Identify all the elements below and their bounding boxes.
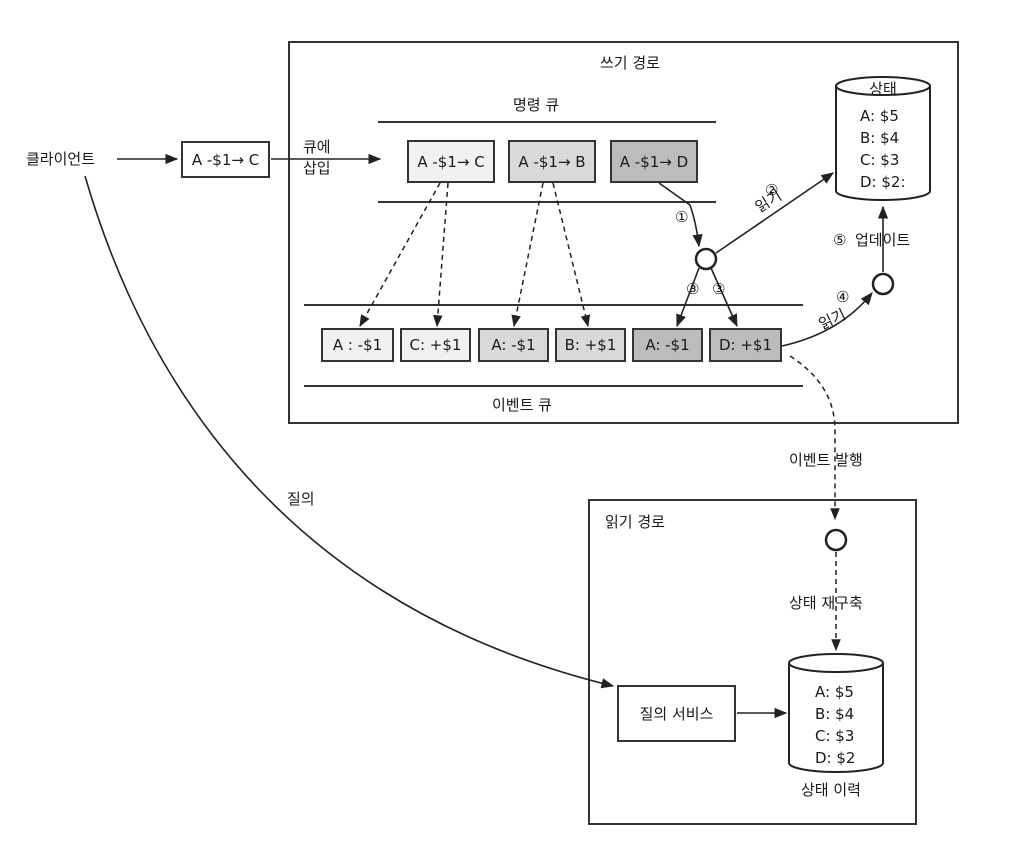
event-box: A: -$1	[632, 328, 703, 362]
step-5-marker: ⑤	[833, 231, 847, 249]
step-1-marker: ①	[675, 208, 689, 226]
history-row: A: $5	[815, 683, 854, 701]
event-box: A: -$1	[478, 328, 549, 362]
command-queue-label: 명령 큐	[513, 96, 560, 114]
write-path-frame	[288, 41, 959, 424]
command-box: A -$1→ D	[610, 140, 698, 183]
event-read-to-update-arrow	[781, 292, 873, 347]
state-store-values: A: $5 B: $4 C: $3 D: $2:	[860, 105, 906, 193]
state-row: C: $3	[860, 151, 900, 169]
read-path-title: 읽기 경로	[605, 513, 665, 531]
client-command-box: A -$1→ C	[181, 141, 270, 178]
command-box: A -$1→ C	[407, 140, 495, 183]
processor-to-event-d-arrow	[710, 267, 738, 328]
step-3a-marker: ③	[686, 280, 700, 298]
client-query-arrow	[84, 175, 615, 689]
event-box: A : -$1	[321, 328, 394, 362]
processor-read-state-arrow	[715, 172, 835, 254]
state-row: B: $4	[860, 129, 900, 147]
step-2-marker: ②	[765, 181, 779, 199]
processor-node	[694, 247, 718, 271]
enqueue-label-line2: 삽입	[303, 159, 331, 177]
processor-to-event-a-arrow	[676, 267, 700, 328]
rebuild-state-label: 상태 재구축	[789, 594, 863, 612]
state-history-cylinder	[788, 653, 884, 773]
state-store-cylinder	[835, 76, 931, 201]
command-d-to-processor-arrow	[658, 182, 703, 248]
publish-event-arrow	[789, 355, 840, 521]
write-path-title: 쓰기 경로	[600, 54, 660, 72]
state-store-label: 상태	[869, 80, 897, 98]
publish-event-label: 이벤트 발행	[789, 451, 863, 469]
state-row: D: $2:	[860, 173, 906, 191]
read-path-frame	[588, 499, 917, 825]
query-label: 질의	[287, 490, 315, 508]
update-node	[871, 272, 895, 296]
step-5-update-label: 업데이트	[855, 231, 911, 249]
history-row: C: $3	[815, 727, 855, 745]
history-row: D: $2	[815, 749, 856, 767]
step-4-marker: ④	[836, 288, 850, 306]
client-label: 클라이언트	[26, 150, 96, 168]
state-history-label: 상태 이력	[801, 781, 861, 799]
event-box: D: +$1	[709, 328, 782, 362]
subscriber-node	[824, 528, 848, 552]
command-to-event-arrows	[359, 182, 591, 328]
history-row: B: $4	[815, 705, 855, 723]
command-box: A -$1→ B	[508, 140, 596, 183]
enqueue-label-line1: 큐에	[303, 138, 331, 156]
state-history-values: A: $5 B: $4 C: $3 D: $2	[815, 681, 855, 769]
step-3b-marker: ③	[712, 280, 726, 298]
event-box: B: +$1	[555, 328, 626, 362]
event-queue-label: 이벤트 큐	[492, 396, 552, 414]
event-box: C: +$1	[400, 328, 471, 362]
query-service-box: 질의 서비스	[617, 685, 736, 742]
state-row: A: $5	[860, 107, 899, 125]
